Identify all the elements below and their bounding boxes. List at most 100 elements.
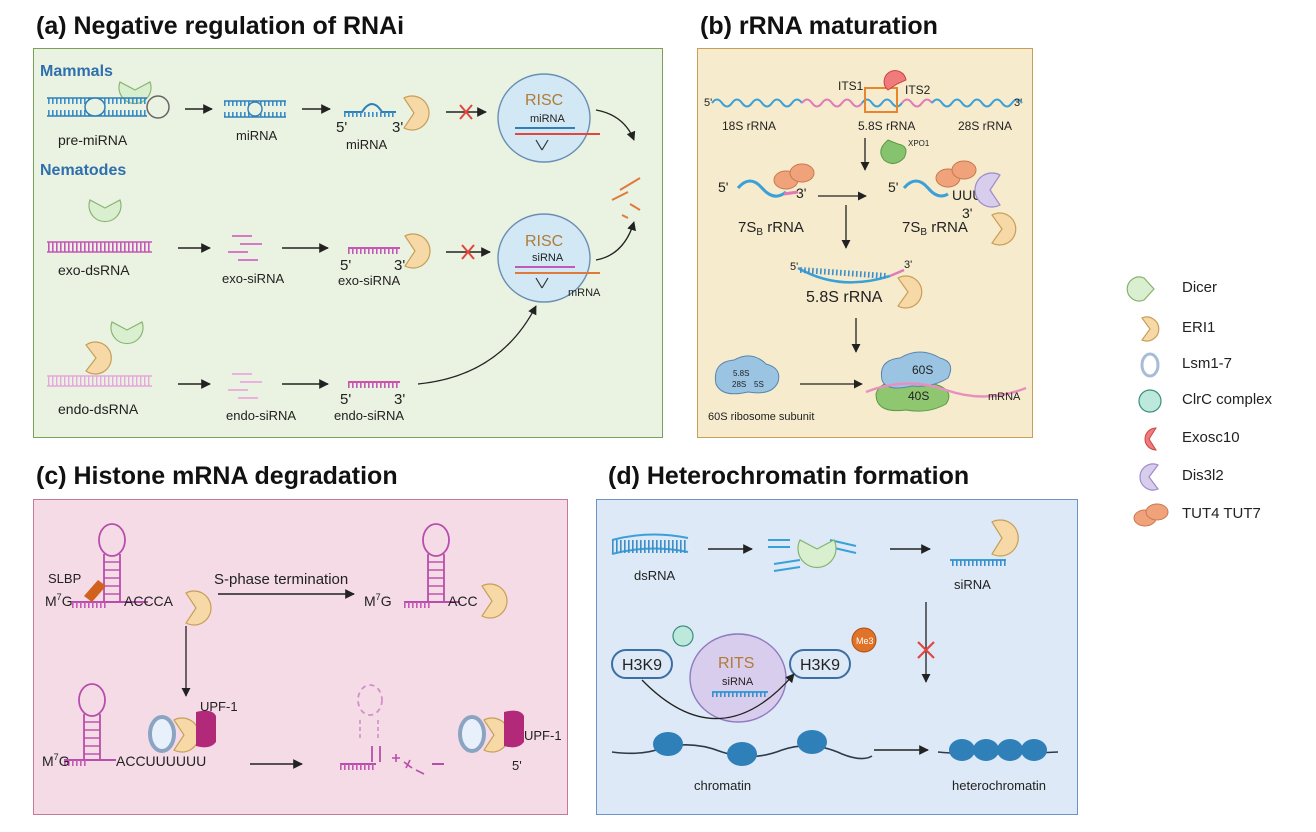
accca-label: ACCCA	[124, 593, 174, 609]
its2-label: ITS2	[905, 83, 931, 97]
58s-segment	[861, 98, 903, 108]
rna-fragments	[611, 177, 641, 219]
dis3l2-icon	[1139, 463, 1159, 491]
dicer-icon	[1126, 276, 1155, 302]
five-prime-label: 5'	[704, 97, 712, 109]
h3k9-right	[789, 649, 851, 679]
three-prime-label: 3'	[394, 391, 405, 408]
scissors-icon	[535, 139, 549, 151]
eri1-icon	[897, 275, 923, 309]
arrow	[417, 305, 537, 385]
pre-mirna-hairpin	[47, 95, 170, 119]
arrow	[595, 109, 636, 141]
slbp-label: SLBP	[48, 571, 81, 586]
7sb-rrna-left	[736, 179, 787, 198]
exo-dsrna-label: exo-dsRNA	[58, 262, 130, 278]
h3k9-label-left: H3K9	[622, 657, 662, 674]
legend-item-exosc10: Exosc10	[1130, 424, 1310, 454]
its1-label: ITS1	[838, 79, 864, 93]
legend-label: Exosc10	[1182, 429, 1240, 446]
five-prime-label: 5'	[718, 179, 728, 195]
tut-icon	[951, 160, 977, 180]
upf1-icon	[504, 710, 524, 748]
risc-mirna-label: miRNA	[530, 113, 565, 125]
lsm-icon	[148, 715, 176, 753]
endo-dsrna	[47, 375, 152, 387]
histone-stem-loop-3	[64, 683, 116, 766]
risc-label-1: RISC	[525, 92, 563, 109]
upf1-label-left: UPF-1	[200, 699, 238, 714]
xpo1-label: XPO1	[908, 139, 930, 148]
upf1-label-right: UPF-1	[524, 728, 562, 743]
scissors-icon	[535, 277, 549, 289]
60s-subunit-icon	[714, 355, 780, 395]
endo-dsrna-label: endo-dsRNA	[58, 401, 139, 417]
legend-label: TUT4 TUT7	[1182, 505, 1261, 522]
three-prime-label: 3'	[962, 205, 972, 221]
accuuuuuu-label: ACCUUUUUU	[116, 753, 206, 769]
m7g-label-1: M7G	[45, 592, 73, 609]
lsm-icon	[1140, 352, 1160, 378]
40s-label: 40S	[908, 389, 929, 403]
panel-b-diagram: 5' 3' ITS1 ITS2 18S rRNA 5.8S rRNA 28S r…	[704, 70, 1027, 423]
60s-ribosome-icon	[880, 351, 952, 389]
sub28-label: 28S	[732, 380, 746, 389]
sub5-label: 5S	[754, 380, 764, 389]
mirna-duplex	[224, 100, 286, 118]
eri1-icon	[173, 717, 200, 753]
mrna-strand	[865, 382, 1027, 398]
risc-label-2: RISC	[525, 233, 563, 250]
three-prime-label: 3'	[392, 119, 403, 136]
panel-a-diagram: Mammals pre-miRNA miRNA 5' 3	[40, 63, 641, 423]
three-prime-label: 3'	[796, 185, 806, 201]
dicer-icon	[88, 199, 122, 223]
58s-rrna-label: 5.8S rRNA	[806, 289, 883, 306]
packed-nucleosomes	[949, 739, 1047, 761]
7sb-rrna-right	[902, 179, 949, 198]
legend-item-eri1: ERI1	[1130, 314, 1310, 344]
exosc10-icon	[883, 70, 907, 91]
eri1-icon	[85, 341, 112, 375]
five-prime-label: 5'	[336, 119, 347, 136]
legend-label: Lsm1-7	[1182, 355, 1233, 372]
mirna-label-2: miRNA	[346, 137, 387, 152]
eri1-icon	[991, 212, 1017, 246]
five-prime-label: 5'	[340, 257, 351, 274]
sirna-label: siRNA	[954, 577, 991, 592]
eri1-icon	[403, 95, 430, 131]
chromatin-label: chromatin	[694, 778, 751, 793]
dsrna-label: dsRNA	[634, 568, 676, 583]
mrna-label: mRNA	[568, 287, 601, 299]
risc-sirna-label: siRNA	[532, 252, 564, 264]
m7g-label-2: M7G	[364, 592, 392, 609]
block-x-icon	[917, 641, 935, 659]
dicer-icon	[797, 539, 837, 569]
legend-item-dis3l2: Dis3l2	[1130, 462, 1310, 492]
endo-sirna-label-1: endo-siRNA	[226, 408, 296, 423]
three-prime-label: 3'	[394, 257, 405, 274]
eri1-icon	[185, 590, 212, 626]
legend-label: Dicer	[1182, 279, 1218, 296]
sphase-label: S-phase termination	[214, 571, 348, 588]
h3k9-left	[611, 649, 673, 679]
acc-label: ACC	[448, 593, 478, 609]
me3-label: Me3	[856, 636, 874, 646]
exo-sirna-label-1: exo-siRNA	[222, 271, 284, 286]
ribosome-label: 60S ribosome subunit	[708, 411, 814, 423]
58s-label: 5.8S rRNA	[858, 119, 915, 133]
dicer-icon	[110, 321, 144, 345]
legend-label: ERI1	[1182, 319, 1216, 336]
h3k9-label-right: H3K9	[800, 657, 840, 674]
exo-dsrna	[47, 241, 152, 253]
sirna-single	[950, 559, 1006, 566]
endo-sirna-single	[348, 381, 400, 388]
m7g-label-3: M7G	[42, 752, 70, 769]
panel-d-title: (d) Heterochromatin formation	[608, 462, 970, 490]
7sb-label-right: 7SB rRNA	[902, 219, 968, 238]
tut-icon	[1133, 503, 1169, 527]
five-prime-label: 5'	[340, 391, 351, 408]
nucleosomes	[653, 730, 827, 766]
risc-complex-2	[497, 213, 591, 303]
five-prime-label: 5'	[512, 758, 522, 773]
